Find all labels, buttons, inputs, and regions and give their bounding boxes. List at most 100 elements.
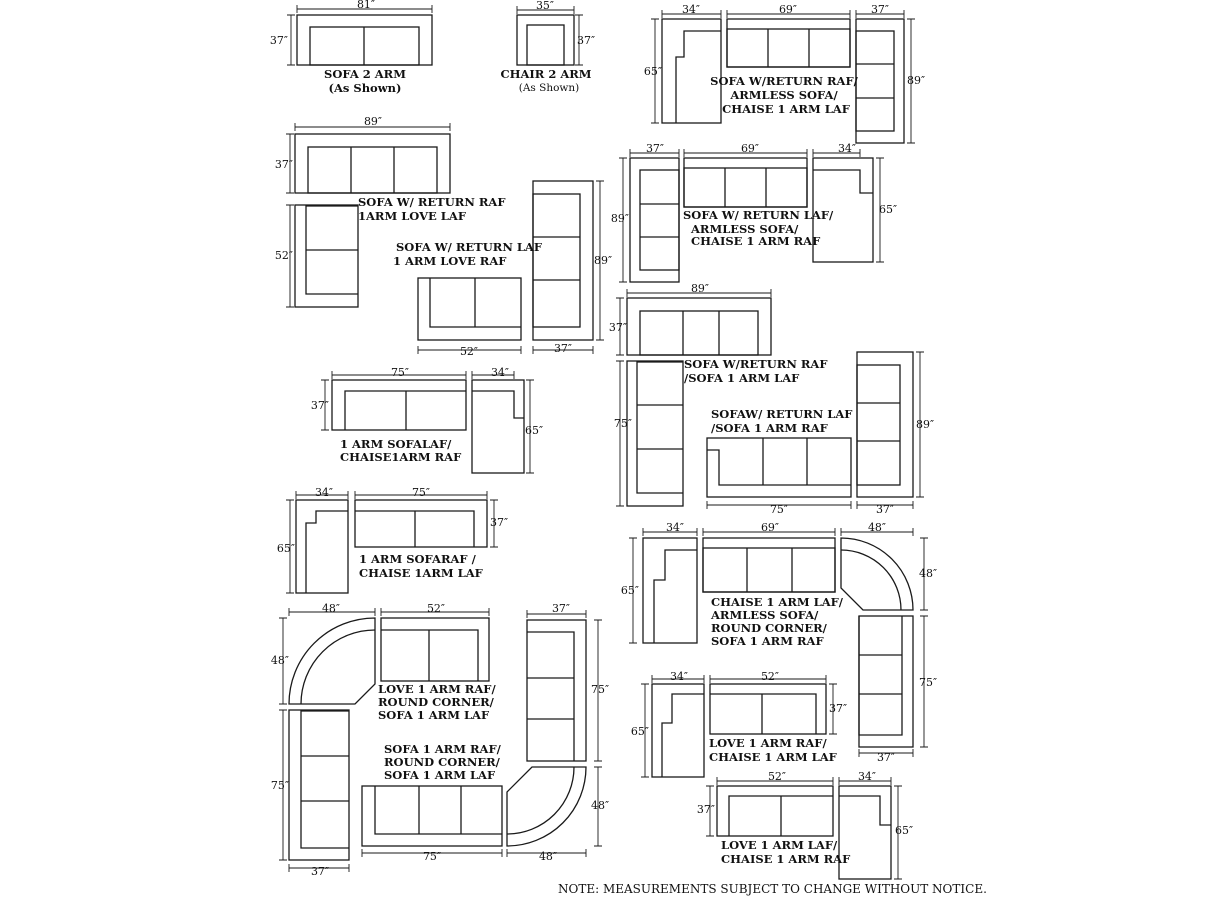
chair-2-arm-piece: [516, 14, 575, 66]
dim-label-chaise-length: 65″: [644, 65, 662, 78]
label-chair-2-arm: CHAIR 2 ARM: [500, 67, 591, 81]
sofa-2-arm-piece: [296, 14, 433, 66]
dim-label-corner-width: 48″: [868, 521, 886, 534]
chaise-laf-piece: [295, 499, 349, 594]
dim-label-return-length: 89″: [907, 74, 925, 87]
config-sofa-raf-corner-sofa-laf: 37″ 75″ 48″ 75″ 48″ SOFA 1 ARM RAF/ ROUN…: [361, 602, 609, 863]
dim-label-left: 37″: [270, 34, 288, 47]
dim-lines: [629, 528, 928, 757]
label-sofa-2-arm: SOFA 2 ARM: [324, 67, 406, 81]
config-sofa-return-raf-sofa-laf: 89″ 37″ 75″ SOFA W/RETURN RAF /SOFA 1 AR…: [609, 282, 828, 507]
dim-label-love-depth: 37″: [697, 803, 715, 816]
label-sofa-2-arm-sub: (As Shown): [329, 81, 402, 95]
label-line-1: SOFA W/ RETURN LAF/: [683, 208, 834, 222]
dim-lines: [417, 180, 604, 354]
dim-label-corner-width: 48″: [539, 850, 557, 863]
label-line-1: SOFAW/ RETURN LAF: [711, 407, 853, 421]
config-sofa-return-raf-armless-chaise: 34″ 69″ 37″ 65″ 89″ SOFA W/RETURN RAF/ A…: [644, 3, 925, 144]
dim-lines: [361, 610, 602, 857]
dim-lines: [321, 371, 534, 474]
dim-label-sofa-depth: 37″: [275, 158, 293, 171]
config-love-raf-corner-sofa-laf: 48″ 52″ 48″ 75″ 37″ LOVE 1 ARM RAF/ ROUN…: [271, 602, 497, 878]
love-laf-piece: [716, 785, 834, 837]
label-line-1: SOFA W/ RETURN RAF: [358, 195, 506, 209]
chaise-laf-piece: [651, 683, 705, 778]
armless-sofa-piece: [726, 18, 851, 68]
label-line-2: ARMLESS SOFA/: [729, 88, 838, 102]
dim-label-sofa-length: 75″: [614, 417, 632, 430]
label-line-3: CHAISE 1 ARM LAF: [722, 102, 851, 116]
dim-lines: [616, 289, 772, 507]
sofa-laf-piece: [331, 379, 467, 431]
label-line-1: LOVE 1 ARM RAF/: [709, 736, 827, 750]
sofa-raf-piece: [361, 785, 503, 847]
love-raf-piece: [380, 617, 490, 682]
dim-label-chaise-width: 34″: [491, 366, 509, 379]
sofa-laf-piece: [626, 360, 684, 507]
round-corner-piece: [840, 537, 914, 611]
label-line-1: SOFA W/RETURN RAF/: [710, 74, 858, 88]
dim-lines: [706, 351, 924, 509]
dim-label-return-width: 37″: [876, 503, 894, 516]
dim-lines: [286, 491, 498, 594]
dim-label-love-depth: 37″: [829, 702, 847, 715]
label-line-1: SOFA W/RETURN RAF: [684, 357, 828, 371]
label-line-2: CHAISE1ARM RAF: [340, 450, 462, 464]
sofa-return-piece: [629, 157, 680, 283]
dim-label-chaise-length: 65″: [631, 725, 649, 738]
config-sofa-return-laf-armless-chaise: 37″ 69″ 34″ 89″ 65″ SOFA W/ RETURN LAF/ …: [611, 142, 897, 283]
dim-label-sofa-depth: 37″: [877, 751, 895, 764]
label-line-2: 1 ARM LOVE RAF: [393, 254, 507, 268]
label-line-2: CHAISE 1 ARM RAF: [721, 852, 851, 866]
dim-label-top: 35″: [536, 0, 554, 12]
dim-label-right: 37″: [577, 34, 595, 47]
dim-label-sofa-width: 75″: [423, 850, 441, 863]
dim-label-sofa-length: 75″: [271, 779, 289, 792]
dim-label-sofa-length: 75″: [591, 683, 609, 696]
dim-label-chaise-length: 65″: [525, 424, 543, 437]
label-line-3: ROUND CORNER/: [711, 621, 828, 635]
dim-label-chaise-length: 65″: [277, 542, 295, 555]
label-line-1: 1 ARM SOFARAF /: [359, 552, 477, 566]
dim-label-corner-depth: 48″: [271, 654, 289, 667]
dim-line-top: [296, 5, 433, 13]
label-line-1: LOVE 1 ARM RAF/: [378, 682, 496, 696]
dim-label-chaise-length: 65″: [895, 824, 913, 837]
dim-lines: [619, 149, 884, 283]
dim-label-return-length: 89″: [916, 418, 934, 431]
config-chair-2-arm: 35″ 37″ CHAIR 2 ARM (As Shown): [500, 0, 595, 94]
label-line-2: ROUND CORNER/: [384, 755, 501, 769]
config-chaise-armless-corner-sofa: 34″ 69″ 48″ 65″ 48″ 75″ 37″ CHAISE 1 ARM…: [621, 521, 937, 764]
config-sofa-2-arm: 81″ 37″ SOFA 2 ARM (As Shown): [270, 0, 433, 95]
dim-lines: [279, 608, 490, 872]
label-line-4: SOFA 1 ARM RAF: [711, 634, 824, 648]
label-line-1: SOFA W/ RETURN LAF: [396, 240, 543, 254]
dim-label-chaise-length: 65″: [621, 584, 639, 597]
label-line-2: ARMLESS SOFA/: [690, 222, 799, 236]
dim-label-love-length: 52″: [275, 249, 293, 262]
armless-sofa-piece: [702, 537, 836, 593]
sofa-raf-piece: [354, 499, 488, 548]
dim-label-sofa-width: 89″: [691, 282, 709, 295]
dim-lines: [706, 777, 902, 880]
dim-label-return-length: 89″: [594, 254, 612, 267]
measurement-note: NOTE: MEASUREMENTS SUBJECT TO CHANGE WIT…: [558, 882, 987, 896]
dim-line-right: [575, 14, 583, 66]
config-sofa-return-laf-sofa-raf: 75″ 37″ 89″ SOFAW/ RETURN LAF /SOFA 1 AR…: [706, 351, 934, 516]
dim-label-chaise-width: 34″: [838, 142, 856, 155]
dim-label-sofa-length: 75″: [919, 676, 937, 689]
label-line-2: CHAISE 1ARM LAF: [359, 566, 484, 580]
sofa-return-piece: [855, 18, 905, 144]
label-line-1: 1 ARM SOFALAF/: [340, 437, 452, 451]
dim-label-sofa-width: 75″: [412, 486, 430, 499]
dim-label-top: 81″: [357, 0, 375, 11]
sofa-return-piece: [294, 133, 451, 194]
label-line-3: SOFA 1 ARM LAF: [378, 708, 490, 722]
label-line-2: CHAISE 1 ARM LAF: [709, 750, 838, 764]
dim-label-love-width: 52″: [768, 770, 786, 783]
label-line-3: CHAISE 1 ARM RAF: [691, 234, 821, 248]
dim-lines: [286, 123, 451, 308]
round-corner-piece: [506, 766, 587, 847]
love-raf-piece: [709, 683, 827, 735]
dim-lines: [641, 675, 837, 778]
